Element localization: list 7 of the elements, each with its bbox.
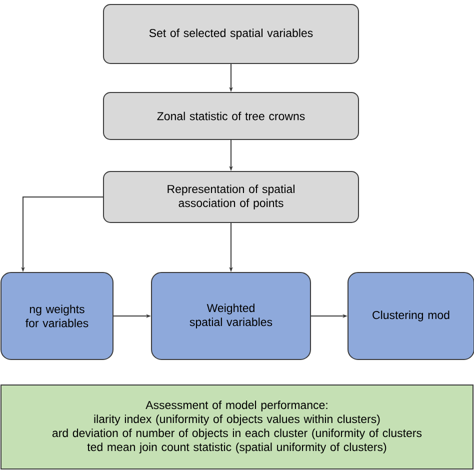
process-box: Zonal statistic of tree crowns [103,92,359,140]
process-box: Set of selected spatial variables [103,4,359,64]
process-box: Clustering mod [348,272,474,360]
process-box: Weighted spatial variables [151,272,311,360]
assessment-box: Assessment of model performance: ilarity index (uniformity of objects values within clusters) ard deviation of number of objects in each cluster (uniformity of clusters ted mean join count statistic (spatial uniformity of clusters) [0,384,474,470]
process-box: Representation of spatial association of points [103,171,359,223]
process-box: ng weights for variables [0,272,114,360]
